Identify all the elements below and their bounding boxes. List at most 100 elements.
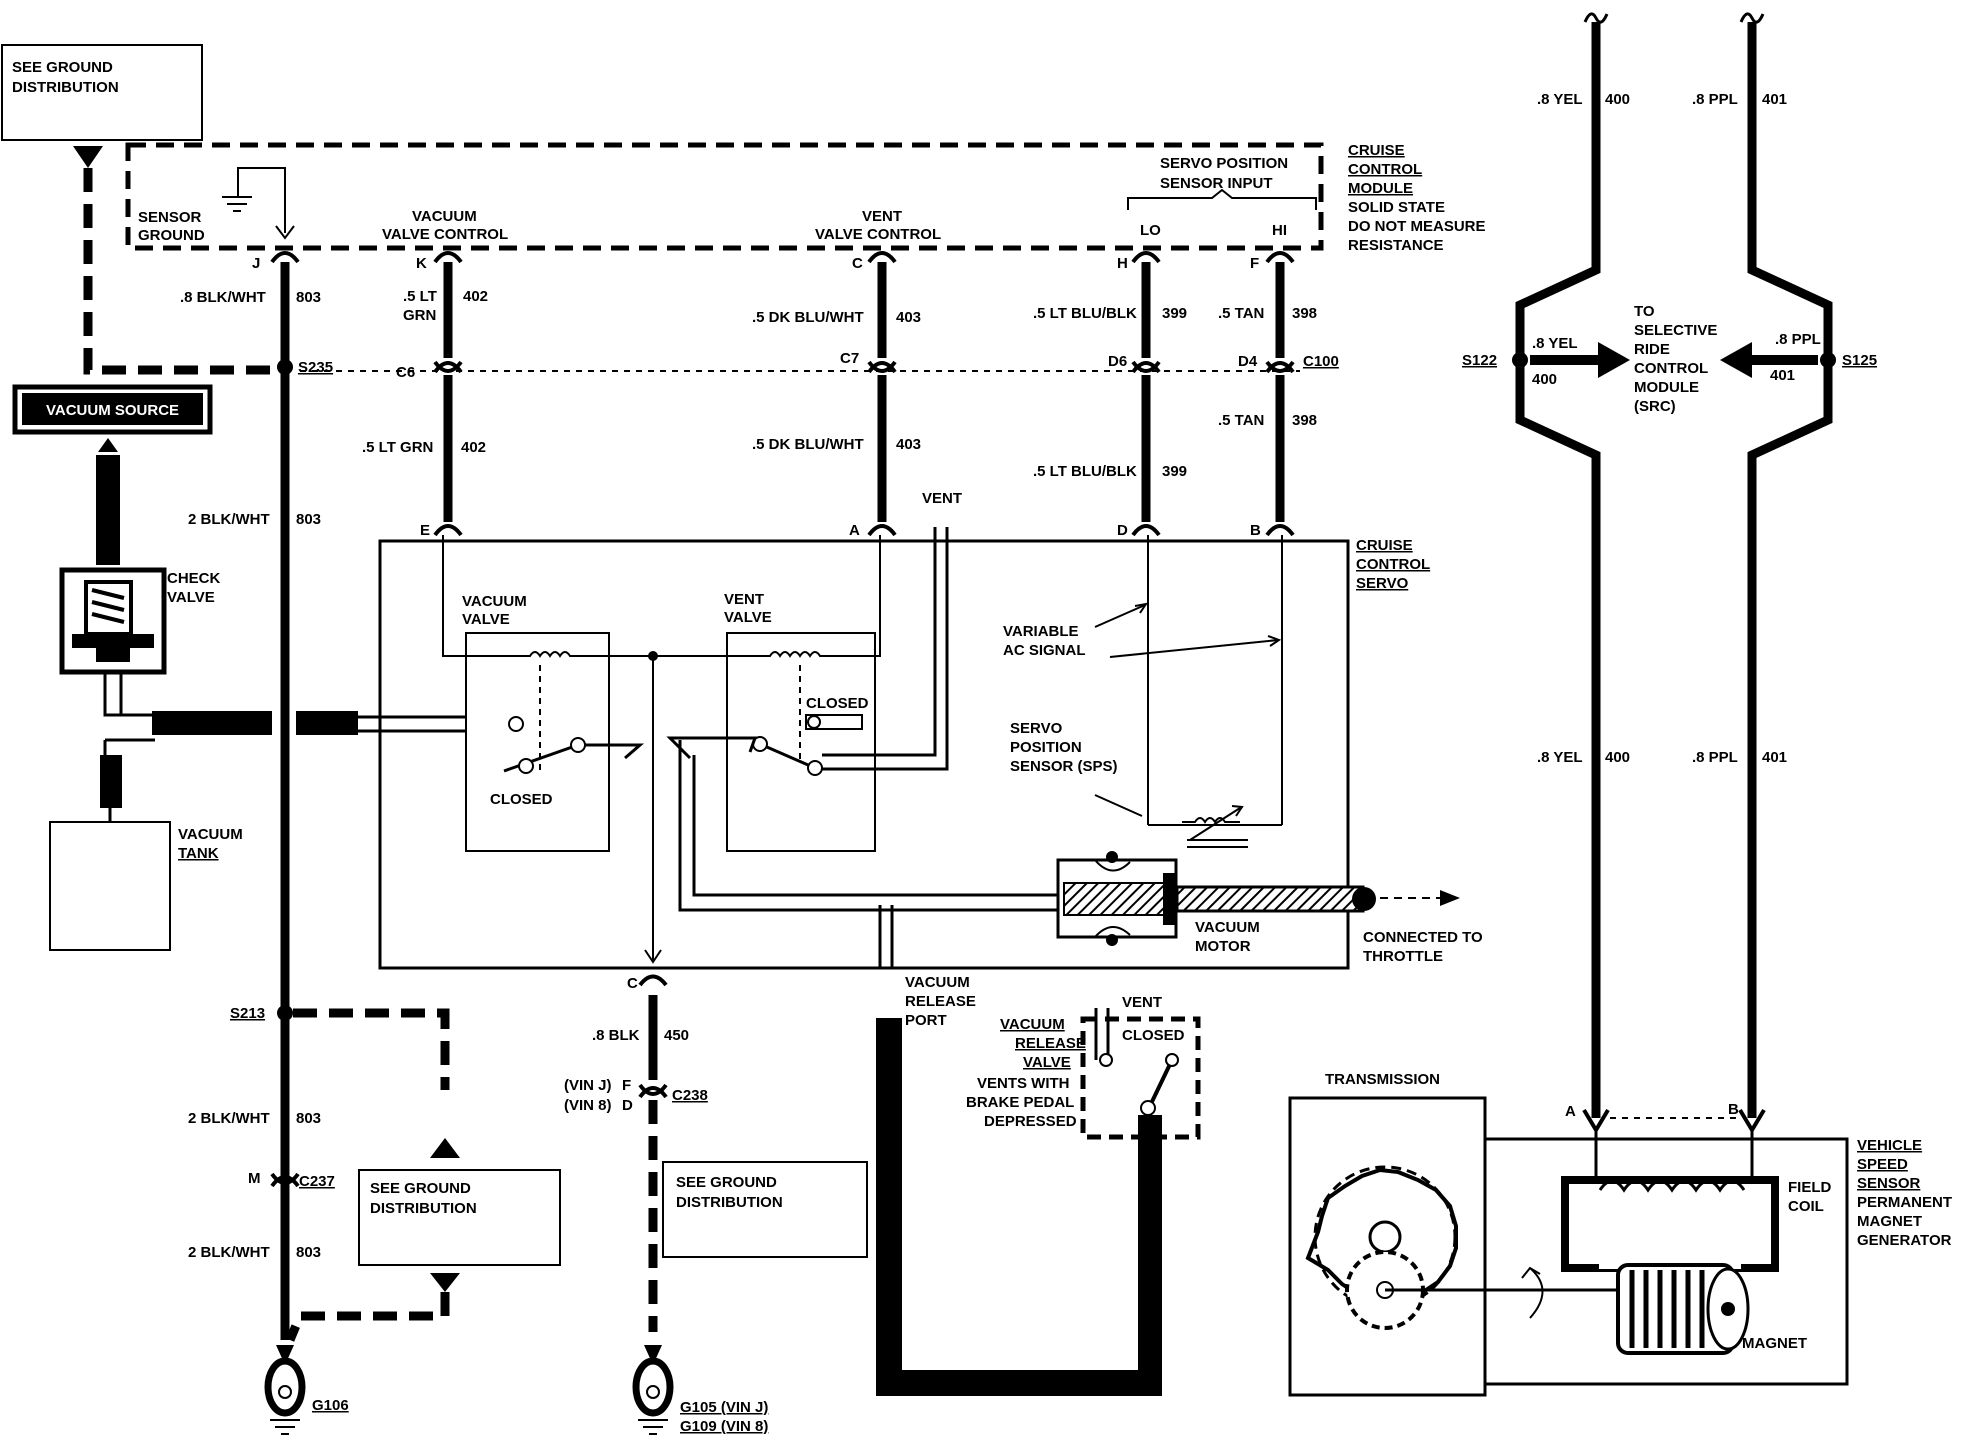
sps-coil [1182,805,1248,848]
vacuum_tank-0-label: VACUUM [178,826,243,843]
pins-e-label: E [420,522,430,539]
wires-n402b-label: 402 [461,439,486,456]
splices-s125-label: S125 [1842,352,1877,369]
connectors-f-label: F [622,1077,631,1094]
connectors-c6-label: C6 [396,364,415,381]
vent-valve: VENT VALVE CLOSED [724,591,876,852]
grounds-g105-label: G105 (VIN J) [680,1399,768,1416]
ccm-2-label: MODULE [1348,180,1413,197]
check-valve-tee [103,672,155,760]
wires-n400b-label: 400 [1532,371,1557,388]
wires-n398b-label: 398 [1292,412,1317,429]
pins-d-label: D [1117,522,1128,539]
vacuum_motor-1-label: MOTOR [1195,938,1251,955]
vent_valve_control-0-label: VENT [862,208,902,225]
servo_position_sensor_input-1-label: SENSOR INPUT [1160,175,1273,192]
wires-w803d-label: 2 BLK/WHT [188,1244,270,1261]
wires-w400c-label: .8 YEL [1537,749,1583,766]
cruise_servo-2-label: SERVO [1356,575,1409,592]
vent_label-label: VENT [922,490,962,507]
splice-s122 [1512,352,1528,368]
vss-4-label: MAGNET [1857,1213,1922,1230]
vacuum_source-label: VACUUM SOURCE [46,402,179,419]
connectors-c237-label: C237 [299,1173,335,1190]
vacuum_valve_control-0-label: VACUUM [412,208,477,225]
wires-w401a-label: .8 PPL [1692,91,1738,108]
connected_throttle-0-label: CONNECTED TO [1363,929,1483,946]
field_coil-0-label: FIELD [1788,1179,1831,1196]
pins-h-label: H [1117,255,1128,272]
wires-w400a-label: .8 YEL [1537,91,1583,108]
ccm-4-label: DO NOT MEASURE [1348,218,1486,235]
ccm-5-label: RESISTANCE [1348,237,1444,254]
ground_dist_mid-0-label: SEE GROUND [370,1180,471,1197]
wires-w402a1-label: .5 LT [403,288,437,305]
ground-g105-g109: G105 (VIN J) G109 (VIN 8) [632,1345,768,1435]
wires-n401b-label: 401 [1770,367,1795,384]
variable_ac-0-label: VARIABLE [1003,623,1079,640]
vss-box [1385,1130,1849,1386]
pins-k-label: K [416,255,427,272]
servo-label: CRUISE CONTROL SERVO [1356,537,1430,592]
connectors-d6-label: D6 [1108,353,1127,370]
vacuum-release-valve: VACUUM RELEASE VALVE VENT CLOSED VENTS W… [966,994,1201,1140]
wires-w401b-label: .8 PPL [1775,331,1821,348]
grounds-g109-label: G109 (VIN 8) [680,1418,768,1435]
pins-c2-label: C [627,975,638,992]
closed_a-label: CLOSED [490,791,553,808]
vacuum-arrow [98,438,118,452]
connectors-vinj-label: (VIN J) [564,1077,612,1094]
wires-w403b-label: .5 DK BLU/WHT [752,436,864,453]
check_valve-0-label: CHECK [167,570,221,587]
vacuum-valve: VACUUM VALVE CLOSED [462,593,645,852]
src-5-label: (SRC) [1634,398,1676,415]
ccm-label: CRUISE CONTROL MODULE SOLID STATE DO NOT… [1348,142,1486,254]
connectors-d4-label: D4 [1238,353,1258,370]
sensor_ground-0-label: SENSOR [138,209,202,226]
ccm-0-label: CRUISE [1348,142,1405,159]
wires-n399a-label: 399 [1162,305,1187,322]
vacuum-release-hose [876,1018,1162,1396]
wires-w402b-label: .5 LT GRN [362,439,433,456]
hi-label: HI [1272,222,1287,239]
wires-w803b-label: 2 BLK/WHT [188,511,270,528]
vacuum-tank: VACUUM TANK [49,821,243,951]
src-0-label: TO [1634,303,1655,320]
wires-n402a-label: 402 [463,288,488,305]
closed_c-label: CLOSED [1122,1027,1185,1044]
wires-n803c-label: 803 [296,1110,321,1127]
ccm-1-label: CONTROL [1348,161,1422,178]
connected_throttle-1-label: THROTTLE [1363,948,1443,965]
pins-a-label: A [849,522,860,539]
vents_with-1-label: BRAKE PEDAL [966,1094,1074,1111]
vss-1-label: SPEED [1857,1156,1908,1173]
vacuum_release_valve-1-label: RELEASE [1015,1035,1086,1052]
main-wires [280,262,1285,1300]
wires-w400b-label: .8 YEL [1532,335,1578,352]
vss-0-label: VEHICLE [1857,1137,1922,1154]
wires-n403b-label: 403 [896,436,921,453]
vss-2-label: SENSOR [1857,1175,1921,1192]
splice-s213 [277,1005,293,1021]
vss-3-label: PERMANENT [1857,1194,1952,1211]
vacuum_valve-1-label: VALVE [462,611,510,628]
wires-w398a-label: .5 TAN [1218,305,1264,322]
wires-n803b-label: 803 [296,511,321,528]
wires-w401c-label: .8 PPL [1692,749,1738,766]
closed_b-label: CLOSED [806,695,869,712]
vacuum-hose-lower [100,755,122,808]
sensor_ground-1-label: GROUND [138,227,205,244]
vss-5-label: GENERATOR [1857,1232,1952,1249]
wires-n398a-label: 398 [1292,305,1317,322]
sps-2-label: SENSOR (SPS) [1010,758,1118,775]
connectors-c100-label: C100 [1303,353,1339,370]
vacuum-source-box: VACUUM SOURCE [12,384,213,435]
ground-g106: G106 [264,1300,349,1435]
variable-ac-arrows [1094,602,1282,658]
ground_dist_low-0-label: SEE GROUND [676,1174,777,1191]
wires-n400a-label: 400 [1605,91,1630,108]
sensor-ground: SENSOR GROUND [138,167,295,244]
ground-distribution-low: SEE GROUND DISTRIBUTION [662,1161,868,1258]
variable_ac-1-label: AC SIGNAL [1003,642,1086,659]
